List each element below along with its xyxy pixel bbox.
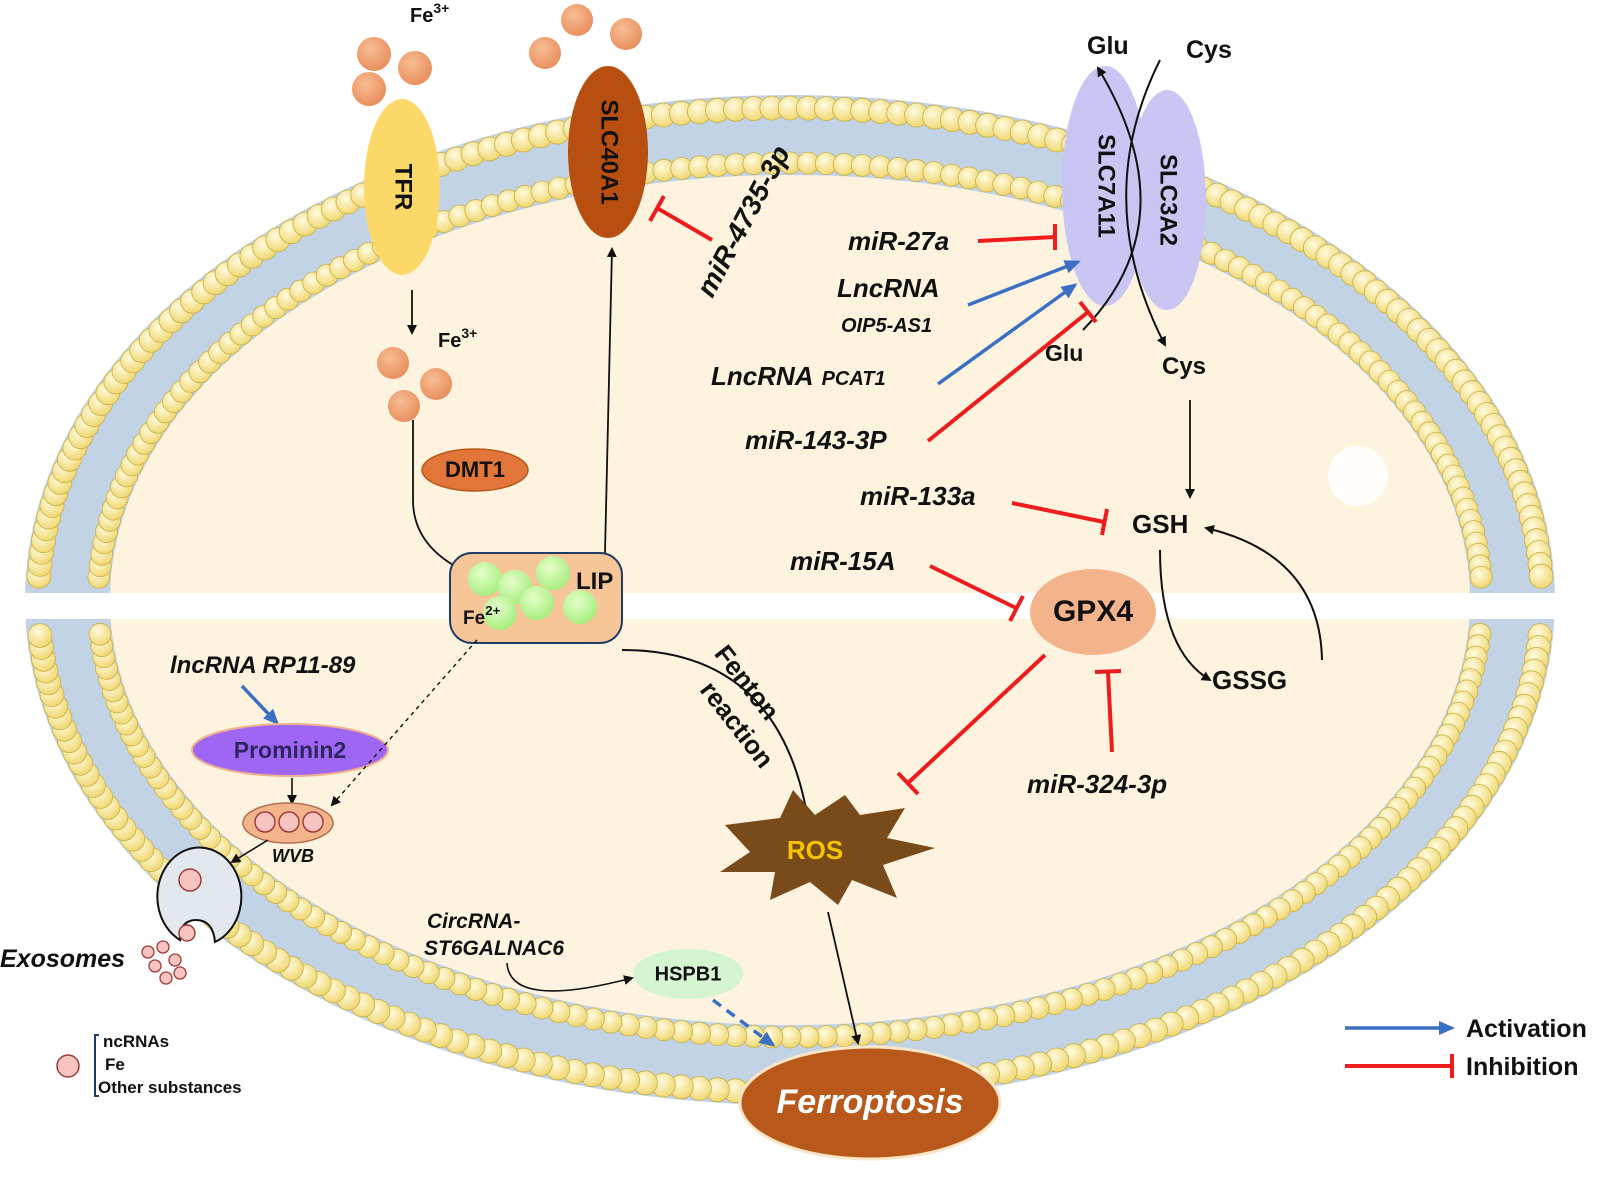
fe3-inside-cluster — [377, 347, 452, 422]
gssg-to-gsh-arrow — [1204, 524, 1323, 661]
mir4735-inhibition — [648, 195, 714, 242]
rp11-activation — [240, 684, 280, 726]
mir133a-label: miR-133a — [860, 481, 976, 511]
legend-inhibition-line — [1345, 1054, 1454, 1078]
hspb1-label: HSPB1 — [655, 963, 722, 985]
exo-legend-ncrnas: ncRNAs — [103, 1032, 169, 1051]
gssg-label: GSSG — [1212, 665, 1287, 695]
fe3-outside-label: Fe3+ — [410, 0, 449, 27]
wvb-to-exosome-arrow — [230, 839, 269, 864]
membrane-gap — [0, 593, 1600, 619]
exosomes-label: Exosomes — [0, 945, 125, 973]
fe-exported-cluster — [529, 4, 642, 69]
cys-in-label: Cys — [1162, 353, 1206, 380]
oip5-as1-label: OIP5-AS1 — [841, 315, 932, 337]
ros-burst — [720, 790, 935, 905]
exosome-cluster — [141, 940, 187, 985]
mir27a-label: miR-27a — [848, 226, 949, 256]
circrna-to-hspb1-arrow — [506, 962, 634, 992]
wvb-label: WVB — [272, 846, 314, 866]
tfr-receptor — [364, 99, 440, 275]
fenton-reaction-arrow — [621, 649, 812, 822]
fe2-label: Fe2+ — [463, 603, 501, 629]
exo-legend-bracket — [94, 1034, 99, 1097]
exosome-body — [156, 846, 243, 944]
fe3-outside-cluster — [352, 37, 432, 106]
lncrna-oip5-activation — [967, 260, 1081, 307]
exo-legend-fe: Fe — [105, 1055, 125, 1074]
hspb1-protein — [633, 949, 743, 999]
prominin2-label: Prominin2 — [234, 737, 346, 763]
lncrna-pcat1-activation — [936, 283, 1078, 386]
prominin2-protein — [191, 723, 389, 777]
slc40a1-label: SLC40A1 — [596, 99, 623, 204]
slc7a11-label: SLC7A11 — [1093, 134, 1120, 238]
fe2-spheres — [468, 556, 597, 630]
hspb1-activation — [711, 998, 776, 1047]
gpx4-enzyme — [1030, 569, 1156, 655]
lip-to-slc40a1-arrow — [604, 247, 617, 554]
dmt1-label: DMT1 — [445, 457, 505, 482]
wvb-vesicles — [254, 811, 324, 833]
mir27a-inhibition — [977, 224, 1057, 250]
glu-export-path — [1082, 66, 1142, 331]
vesicle-decoration — [1328, 446, 1388, 506]
ferroptosis-label: Ferroptosis — [776, 1083, 963, 1121]
mir15a-inhibition — [929, 564, 1025, 622]
cys-import-path — [1125, 59, 1166, 347]
slc3a2-label: SLC3A2 — [1155, 154, 1182, 246]
lncrna-oip5-label: LncRNA — [837, 273, 940, 303]
tfr-label: TFR — [390, 164, 417, 211]
slc3a2-transporter — [1128, 90, 1206, 310]
exosome-vesicle — [178, 924, 196, 942]
gpx4-label: GPX4 — [1053, 595, 1133, 628]
dmt1-transporter — [421, 448, 529, 492]
legend-activation-label: Activation — [1466, 1015, 1587, 1043]
exo-legend-vesicle-icon — [56, 1054, 80, 1078]
lip-label: LIP — [576, 568, 613, 595]
ferroptosis-outcome — [738, 1045, 1002, 1161]
cys-out-label: Cys — [1186, 36, 1232, 64]
legend-inhibition-label: Inhibition — [1466, 1053, 1578, 1081]
lncrna-rp11-label: lncRNA RP11-89 — [170, 652, 356, 679]
mir15a-label: miR-15A — [790, 546, 895, 576]
ros-label: ROS — [787, 835, 843, 865]
mir133a-inhibition — [1011, 501, 1109, 536]
slc40a1-exporter — [568, 66, 648, 238]
circrna-label: CircRNA- — [427, 910, 520, 933]
exosome-vesicle — [178, 868, 202, 892]
mir324-inhibition — [1094, 669, 1122, 753]
gpx4-inhibits-ros — [896, 653, 1047, 796]
mir324-label: miR-324-3p — [1027, 769, 1167, 799]
ros-to-ferroptosis-arrow — [827, 911, 862, 1045]
glu-out-label: Glu — [1087, 32, 1129, 60]
mir143-inhibition — [926, 300, 1098, 443]
st6galnac6-label: ST6GALNAC6 — [424, 937, 564, 960]
fe3-to-lip-arrow — [412, 420, 464, 571]
fe3-inside-label: Fe3+ — [438, 325, 477, 352]
exo-legend-other: Other substances — [98, 1078, 242, 1097]
glu-in-label: Glu — [1045, 340, 1083, 366]
mir143-label: miR-143-3P — [745, 425, 887, 455]
gsh-label: GSH — [1132, 509, 1188, 539]
gsh-to-gssg-arrow — [1159, 549, 1212, 682]
